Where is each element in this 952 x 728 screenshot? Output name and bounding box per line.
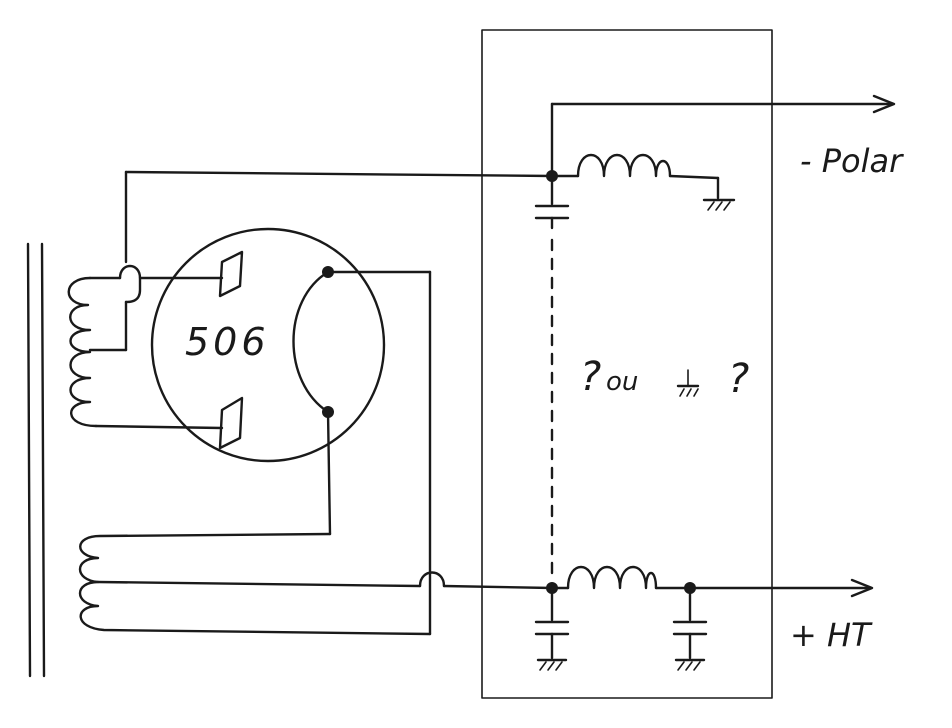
tube-label: 506 [185,320,270,364]
svg-text:?: ? [580,354,601,400]
filter-enclosure [481,29,773,699]
ht-winding [79,532,554,636]
filament-winding [67,264,224,430]
rectifier-tube: 506 [150,227,432,636]
transformer-core [26,242,46,678]
svg-text:ou: ou [606,367,638,397]
top-feed-wire [124,170,554,178]
ht-label: + HT [790,616,873,654]
polar-filter: - Polar [534,94,904,230]
question-note: ? ou ? [580,354,749,402]
svg-text:?: ? [728,356,749,402]
ht-filter: + HT [534,565,874,671]
polar-label: - Polar [800,142,904,180]
ht-arrow-icon [850,578,874,598]
polar-arrow-icon [872,94,896,114]
